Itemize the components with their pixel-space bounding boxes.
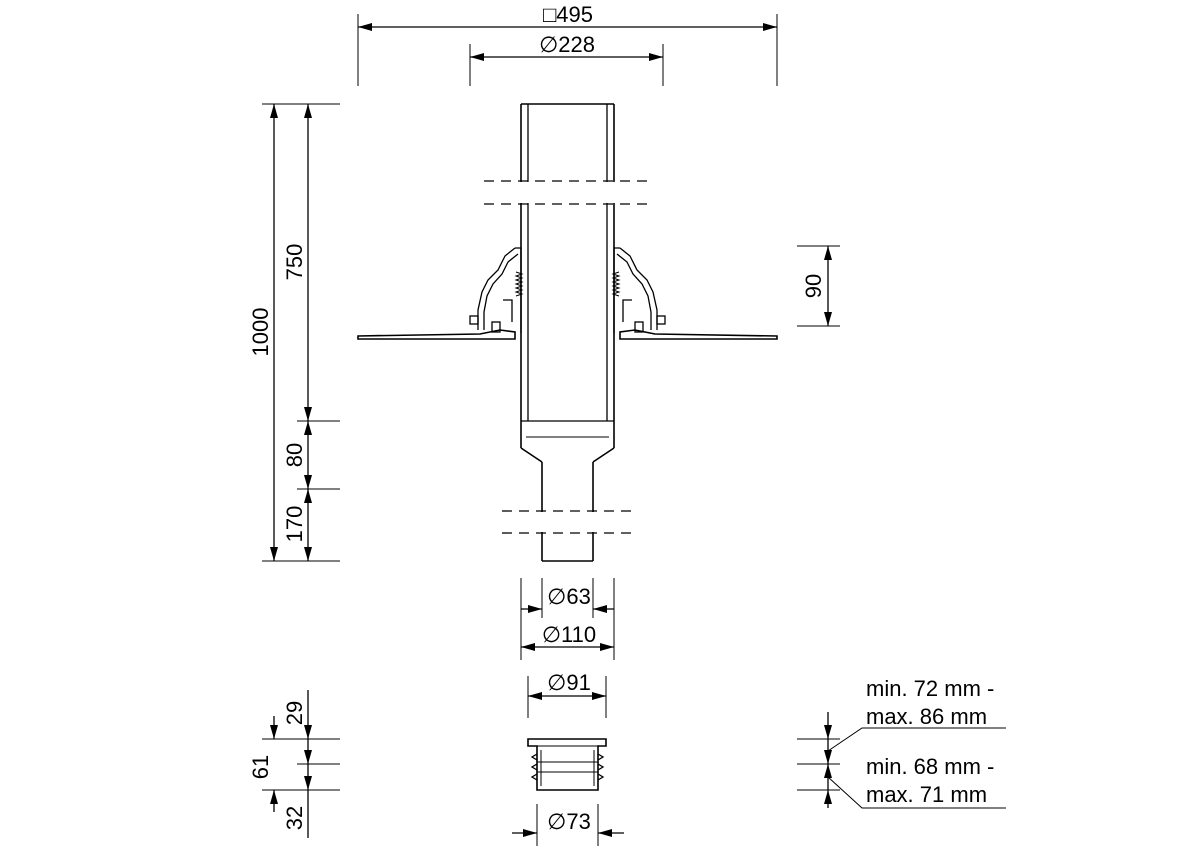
note-upper-line2: max. 86 mm (866, 704, 987, 729)
note-upper-line1: min. 72 mm - (866, 676, 994, 701)
dim-outer-square: □495 (357, 2, 778, 86)
label-outlet-outer: ∅110 (542, 622, 596, 647)
label-reducer-length: 80 (282, 443, 307, 467)
dim-pipe-diameter: ∅228 (469, 32, 664, 86)
label-adapter-total: 61 (248, 755, 273, 779)
dim-adapter-heights: 61 29 32 (248, 690, 340, 838)
dim-outlet-diameters: ∅63 ∅110 (520, 578, 615, 660)
label-adapter-top-segment: 29 (282, 701, 307, 725)
dim-adapter-bottom: ∅73 (512, 804, 624, 846)
range-notes: min. 72 mm - max. 86 mm min. 68 mm - max… (797, 676, 1006, 809)
label-adapter-bottom-segment: 32 (282, 806, 307, 830)
note-lower-line2: max. 71 mm (866, 782, 987, 807)
adapter-part (527, 738, 607, 791)
roof-flange (357, 247, 778, 340)
label-adapter-top: ∅91 (547, 670, 591, 695)
label-spigot-length: 170 (282, 506, 307, 543)
label-upper-length: 750 (282, 244, 307, 281)
label-adapter-bottom: ∅73 (547, 809, 591, 834)
pipe-body (484, 103, 654, 562)
label-total-height: 1000 (248, 308, 273, 357)
label-pipe-diameter: ∅228 (539, 32, 595, 57)
note-lower-line1: min. 68 mm - (866, 754, 994, 779)
dim-flange-height: 90 (797, 245, 840, 327)
dim-height-chain: 1000 750 80 170 (248, 103, 340, 562)
label-flange-height: 90 (801, 274, 826, 298)
label-outer-square: □495 (543, 2, 593, 27)
label-outlet-inner: ∅63 (547, 584, 591, 609)
dim-adapter-top: ∅91 (527, 670, 607, 718)
